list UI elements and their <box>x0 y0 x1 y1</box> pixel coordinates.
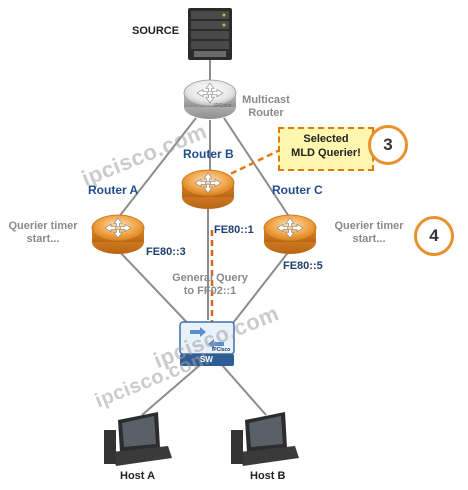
link-router-c-switch <box>225 249 291 333</box>
link-switch-host-a <box>141 364 201 416</box>
selected-querier-callout <box>278 127 374 171</box>
callout-connector <box>221 148 281 180</box>
host-b-icon <box>231 412 299 466</box>
selected-querier-text: Selected MLD Querier! <box>291 133 361 159</box>
router-b-address: FE80::1 <box>214 224 254 236</box>
step-3-badge: 3 <box>368 125 408 165</box>
link-router-a-switch <box>117 249 197 333</box>
querier-timer-right: Querier timer start... <box>334 220 404 245</box>
host-b-label: Host B <box>250 470 286 482</box>
router-a-label: Router A <box>88 183 139 197</box>
switch-logo: IPCisco <box>212 347 231 353</box>
switch-icon <box>179 321 235 366</box>
host-a-icon <box>104 412 172 466</box>
link-switch-host-b <box>221 364 267 416</box>
step-4-badge: 4 <box>414 216 454 256</box>
router-a-icon <box>91 214 145 254</box>
host-a-label: Host A <box>120 470 156 482</box>
switch-label: SW <box>200 355 213 364</box>
multicast-router-icon <box>183 79 237 119</box>
router-b-label: Router B <box>183 147 234 161</box>
link-multicast-router-c <box>223 117 291 219</box>
source-server-icon <box>188 8 232 60</box>
general-query-label: General Query to FF02::1 <box>172 272 248 297</box>
router-logo: IPCisco <box>214 103 232 109</box>
router-a-address: FE80::3 <box>146 246 186 258</box>
router-b-icon <box>181 169 235 209</box>
link-multicast-router-a <box>117 117 197 219</box>
querier-timer-left: Querier timer start... <box>8 220 78 245</box>
router-c-address: FE80::5 <box>283 260 323 272</box>
source-label: SOURCE <box>132 25 180 37</box>
multicast-router-label: Multicast Router <box>242 94 290 119</box>
router-c-label: Router C <box>272 183 323 197</box>
router-c-icon <box>263 214 317 254</box>
